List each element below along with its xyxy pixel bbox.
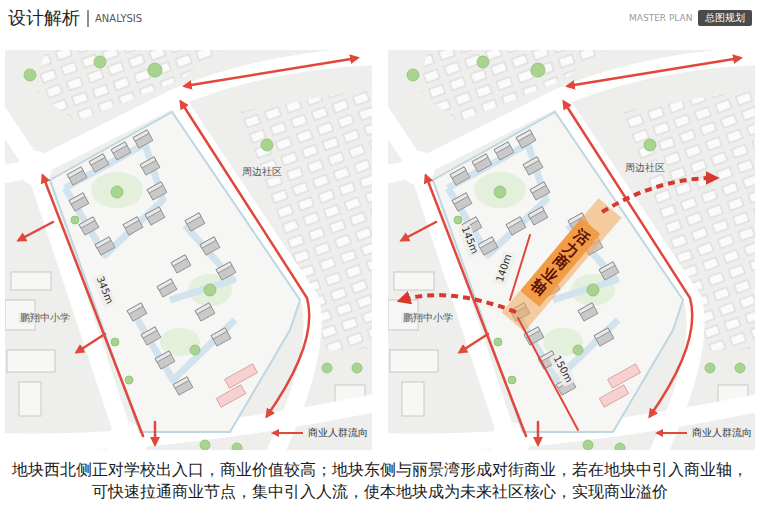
label-slot: 鹏翔中小学 bbox=[401, 312, 455, 325]
legend-arrow-head bbox=[271, 429, 279, 437]
dimension-line bbox=[518, 318, 578, 430]
label-slot: ANALYSIS bbox=[95, 13, 142, 26]
legend-arrow-shaft bbox=[662, 432, 687, 434]
label-slot: 周边社区 bbox=[623, 162, 667, 175]
legend-text: 商业人群流向 bbox=[308, 426, 368, 440]
caption-slot: 地块西北侧正对学校出入口，商业价值较高；地块东侧与丽景湾形成对街商业，若在地块中… bbox=[8, 459, 752, 504]
label-slot: 周边社区 bbox=[240, 166, 284, 179]
legend-text: 商业人群流向 bbox=[692, 426, 752, 440]
dashed-flow bbox=[602, 178, 714, 212]
legend-arrow-head bbox=[655, 429, 663, 437]
left-panel bbox=[0, 50, 380, 462]
subtitle: ANALYSIS bbox=[95, 13, 142, 26]
section-tag: 总图规划 bbox=[698, 10, 752, 27]
axis-band-ground bbox=[513, 208, 610, 322]
node-text: 总图规划 bbox=[705, 12, 745, 25]
legend-arrow bbox=[654, 428, 688, 438]
dashed-flows bbox=[402, 178, 714, 312]
legend-item: 商业人群流向 bbox=[270, 426, 368, 440]
header-divider bbox=[87, 10, 88, 27]
legend-arrow-shaft bbox=[278, 432, 303, 434]
right-panel bbox=[378, 50, 760, 462]
title-slot: 设计解析 bbox=[8, 6, 80, 30]
legend-arrow bbox=[270, 428, 304, 438]
dashed-flow bbox=[402, 295, 516, 312]
place-label: 鹏翔中小学 bbox=[401, 312, 455, 325]
place-label: 周边社区 bbox=[623, 162, 667, 175]
header-tag: MASTER PLAN bbox=[629, 13, 692, 24]
place-label: 鹏翔中小学 bbox=[18, 312, 72, 325]
right-panel-extras bbox=[402, 178, 714, 430]
caption: 地块西北侧正对学校出入口，商业价值较高；地块东侧与丽景湾形成对街商业，若在地块中… bbox=[8, 459, 752, 504]
label-slot: 鹏翔中小学 bbox=[18, 312, 72, 325]
legend-item: 商业人群流向 bbox=[654, 426, 752, 440]
page-title: 设计解析 bbox=[8, 6, 80, 30]
label-slot: MASTER PLAN bbox=[629, 13, 692, 24]
place-label: 周边社区 bbox=[240, 166, 284, 179]
